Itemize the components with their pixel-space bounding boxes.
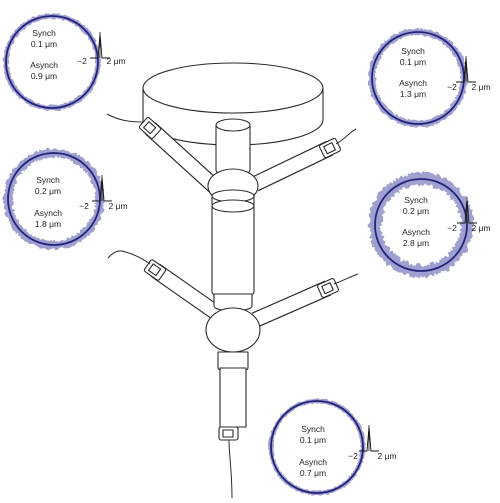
upper-right-sensor-arm xyxy=(251,128,357,192)
axis-max-label: 2 μm xyxy=(377,451,396,461)
synch-label: Synch xyxy=(36,175,60,185)
synch-value: 0.1 μm xyxy=(300,435,326,445)
asynch-label: Asynch xyxy=(30,60,58,70)
ideal-orbit-circle xyxy=(374,178,468,272)
asynch-label: Asynch xyxy=(399,78,427,88)
lower-left-sensor-arm xyxy=(107,250,220,319)
ideal-orbit-circle xyxy=(5,15,99,109)
error-panel-middle-right: Synch 0.2 μm Asynch 2.8 μm −2 2 μm xyxy=(367,171,491,279)
upper-left-sensor-arm xyxy=(106,113,222,194)
axis-min-label: −2 xyxy=(77,56,87,66)
asynch-value: 2.8 μm xyxy=(403,238,429,248)
axis-min-label: −2 xyxy=(79,201,89,211)
spindle-plate xyxy=(142,62,324,146)
ideal-orbit-circle xyxy=(270,400,364,494)
synch-label: Synch xyxy=(301,424,325,434)
error-panel-bottom: Synch 0.1 μm Asynch 0.7 μm −2 2 μm xyxy=(268,397,397,496)
axis-min-label: −2 xyxy=(447,82,457,92)
ideal-orbit-circle xyxy=(7,152,101,246)
lower-right-sensor-arm xyxy=(251,273,359,328)
asynch-value: 1.8 μm xyxy=(35,219,61,229)
spindle-assembly xyxy=(106,62,359,499)
axis-max-label: 2 μm xyxy=(106,56,125,66)
asynch-label: Asynch xyxy=(34,208,62,218)
asynch-value: 1.3 μm xyxy=(400,89,426,99)
asynch-error-band xyxy=(268,397,366,496)
error-panel-top-right: Synch 0.1 μm Asynch 1.3 μm −2 2 μm xyxy=(368,27,491,128)
asynch-value: 0.7 μm xyxy=(300,468,326,478)
asynch-label: Asynch xyxy=(402,227,430,237)
axis-min-label: −2 xyxy=(348,451,358,461)
axis-max-label: 2 μm xyxy=(471,223,490,233)
synch-label: Synch xyxy=(32,28,56,38)
synch-label: Synch xyxy=(401,46,425,56)
synch-value: 0.2 μm xyxy=(403,206,429,216)
central-column xyxy=(205,118,261,499)
axis-max-label: 2 μm xyxy=(108,201,127,211)
error-panel-top-left: Synch 0.1 μm Asynch 0.9 μm −2 2 μm xyxy=(2,13,126,112)
synch-value: 0.1 μm xyxy=(400,57,426,67)
error-panel-middle-left: Synch 0.2 μm Asynch 1.8 μm −2 2 μm xyxy=(2,147,128,251)
synch-value: 0.1 μm xyxy=(31,39,57,49)
axis-min-label: −2 xyxy=(447,223,457,233)
asynch-error-band xyxy=(367,171,475,279)
asynch-label: Asynch xyxy=(299,457,327,467)
synch-label: Synch xyxy=(404,195,428,205)
axis-max-label: 2 μm xyxy=(471,82,490,92)
synch-value: 0.2 μm xyxy=(35,186,61,196)
asynch-error-band xyxy=(2,147,105,251)
asynch-value: 0.9 μm xyxy=(31,71,57,81)
